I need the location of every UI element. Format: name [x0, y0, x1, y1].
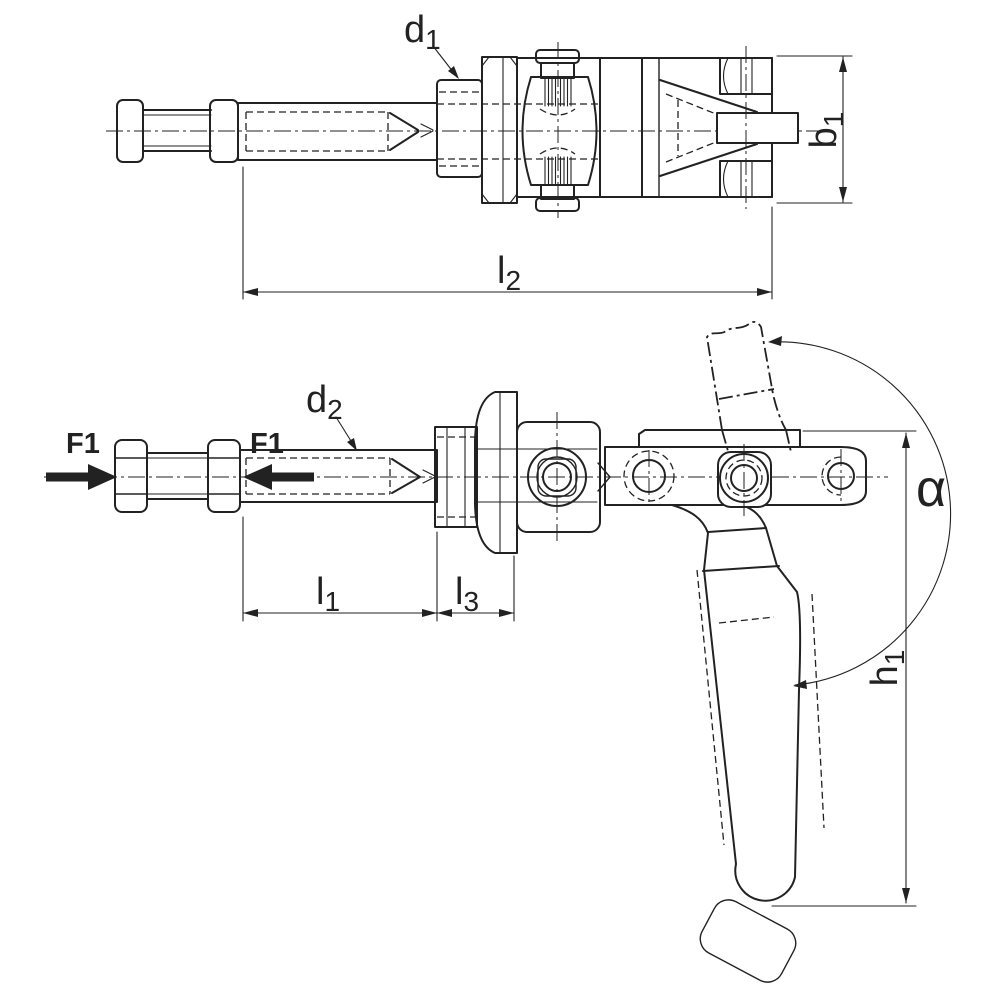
label-f1-left: F1 [66, 428, 100, 460]
handle-open-phantom [707, 322, 791, 452]
plunger-shaft [143, 110, 211, 151]
label-f1-right: F1 [250, 428, 284, 460]
handle-grip-end [695, 894, 802, 987]
side-view [44, 322, 888, 988]
plunger-nut-side [208, 440, 240, 512]
dim-h1: h1 [772, 431, 916, 906]
rod-thread-hidden [246, 112, 388, 151]
f1-left-arrow [88, 464, 117, 490]
alpha-arc [770, 342, 951, 685]
dim-l3: l3 [437, 556, 514, 621]
label-l2: l2 [497, 250, 521, 296]
top-view [106, 42, 818, 218]
force-f1-left: F1 [46, 428, 117, 490]
label-h1: h1 [864, 650, 910, 687]
clamp-body-side [517, 422, 600, 532]
mount-flange [482, 57, 517, 203]
clamp-arm-plate [639, 430, 800, 447]
force-f1-right: F1 [243, 428, 314, 490]
bushing-side [435, 427, 477, 527]
label-b1: b1 [803, 112, 849, 149]
f1-right-arrow [243, 464, 272, 490]
yoke-tongue [717, 113, 798, 143]
handle [672, 505, 800, 901]
rod-thread-hidden-side [246, 458, 390, 494]
label-d1: d1 [404, 9, 441, 55]
plunger-shaft-side [147, 453, 208, 499]
rod-side [240, 450, 437, 502]
ball-barrel [523, 77, 597, 185]
dim-d1: d1 [404, 9, 459, 79]
label-alpha: α [916, 460, 946, 518]
dim-d2: d2 [306, 379, 357, 451]
clamp-arm-bar [605, 447, 866, 505]
label-d2: d2 [306, 379, 343, 425]
d1-leader-arrow [448, 66, 459, 79]
spring-coil-top [543, 78, 572, 106]
dim-l1: l1 [243, 517, 437, 621]
dim-l2: l2 [243, 167, 772, 299]
handle-phantom-sides [697, 570, 824, 845]
label-l1: l1 [316, 571, 340, 617]
label-l3: l3 [455, 571, 479, 617]
clamp-body [517, 58, 642, 197]
mount-flange-side [475, 392, 517, 553]
d2-leader-arrow [347, 438, 357, 451]
plunger-knob-side [115, 440, 147, 512]
spring-pin-cap-bottom [536, 198, 579, 211]
plunger-knob [117, 100, 143, 162]
dim-b1: b1 [777, 56, 852, 203]
bushing [437, 80, 482, 177]
dim-alpha: α [768, 336, 951, 689]
